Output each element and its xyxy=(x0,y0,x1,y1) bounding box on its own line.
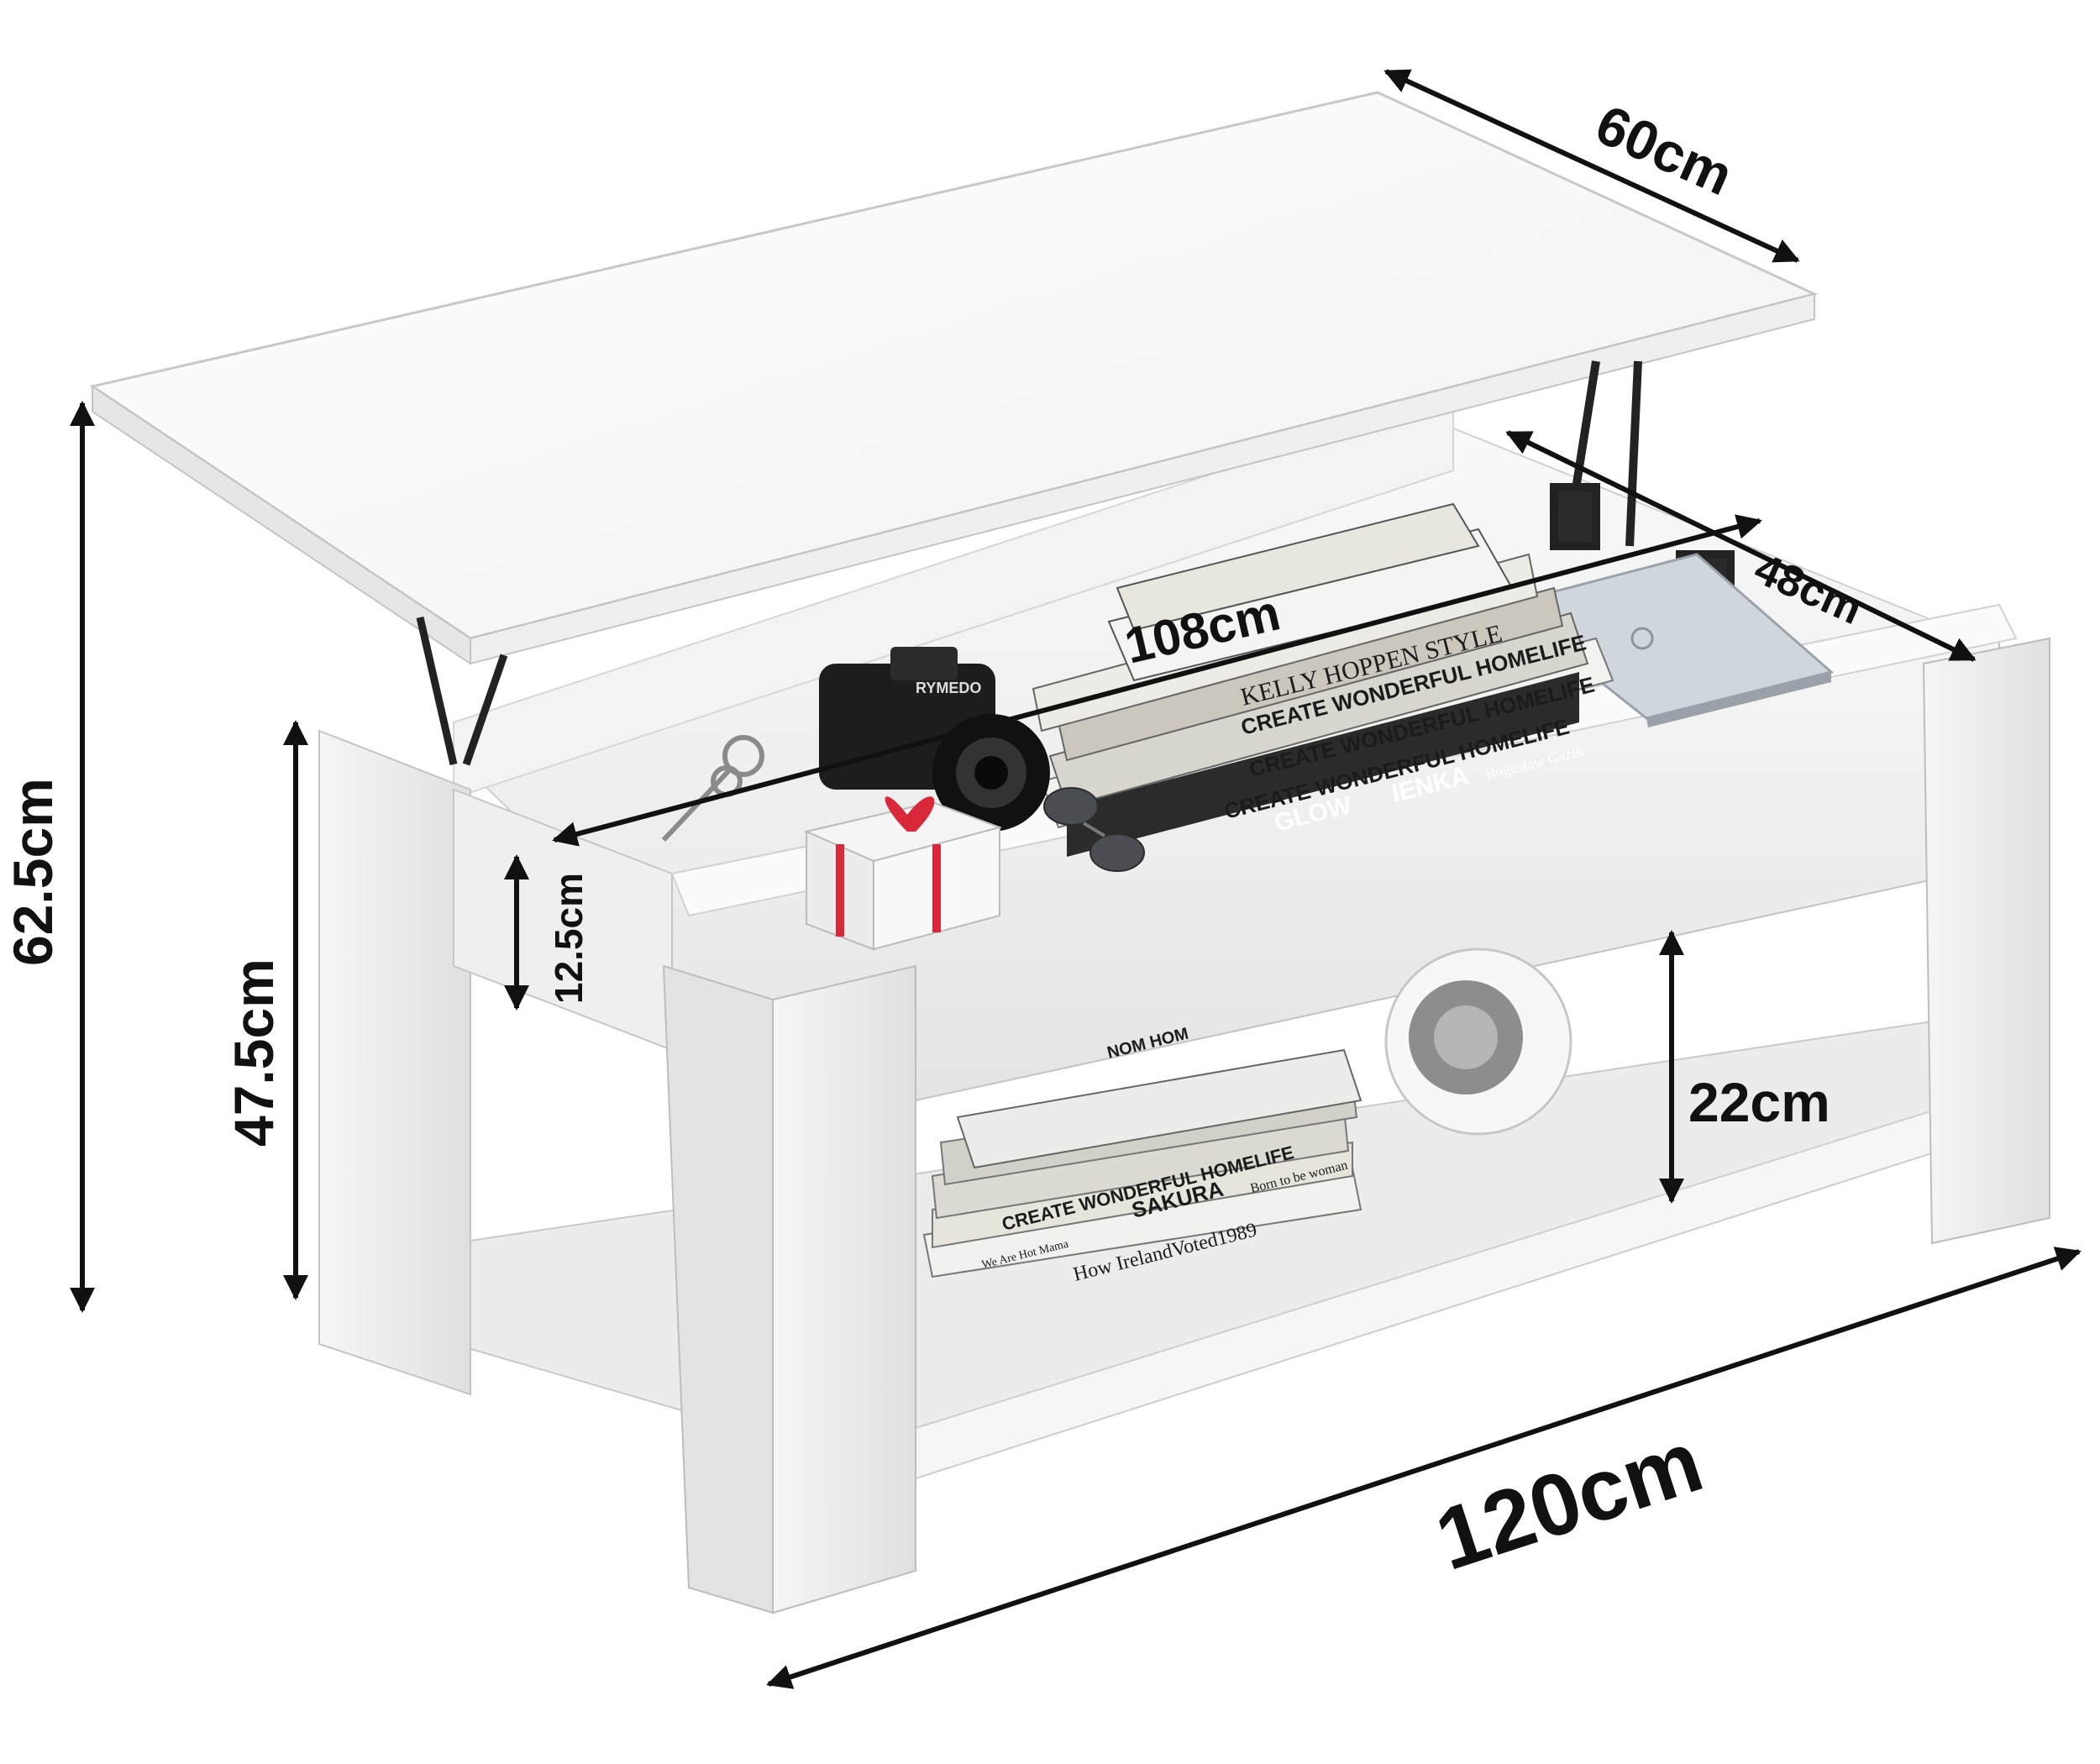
label-height-total: 62.5cm xyxy=(2,778,64,966)
front-left-leg-front xyxy=(772,964,916,1614)
label-shelf-height: 22cm xyxy=(1688,1071,1830,1133)
back-left-leg xyxy=(318,729,471,1396)
label-height-body: 47.5cm xyxy=(223,958,285,1147)
front-right-leg xyxy=(1922,637,2050,1245)
lift-mechanism-left xyxy=(416,616,508,766)
shelf-sphere xyxy=(1384,948,1572,1136)
arrow-inner-depth xyxy=(1505,430,1977,662)
label-depth-top: 60cm xyxy=(1587,92,1741,207)
arrow-length xyxy=(766,1247,2082,1689)
front-left-leg-side xyxy=(662,964,774,1614)
dimension-lines xyxy=(70,69,2082,1689)
label-length: 120cm xyxy=(1425,1412,1714,1588)
camera-brand: RYMEDO xyxy=(916,680,981,696)
label-storage-depth: 12.5cm xyxy=(547,873,591,1004)
arrow-depth-top xyxy=(1383,69,1800,263)
